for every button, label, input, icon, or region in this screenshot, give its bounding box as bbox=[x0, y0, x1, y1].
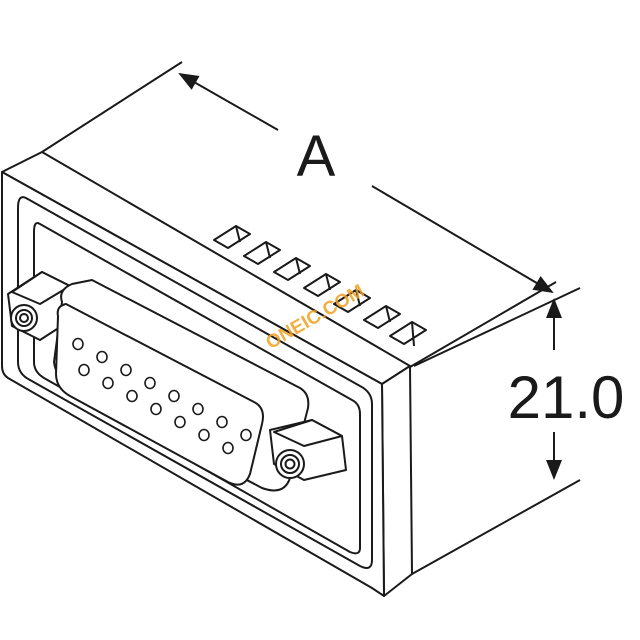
extension-line-height-top bbox=[413, 287, 581, 367]
socket-hole bbox=[126, 389, 138, 403]
socket-hole bbox=[150, 402, 162, 416]
body-side-face bbox=[381, 365, 413, 597]
flange-inner-frame-outer bbox=[17, 196, 373, 569]
flange-inner-frame-inner bbox=[33, 222, 361, 555]
socket-hole bbox=[192, 402, 204, 416]
dimension-a-arrow-left bbox=[178, 73, 279, 131]
socket-hole bbox=[198, 428, 210, 442]
socket-hole bbox=[96, 350, 108, 364]
socket-hole bbox=[216, 415, 228, 429]
socket-hole bbox=[144, 376, 156, 390]
socket-hole bbox=[240, 428, 252, 442]
dimension-a-label: A bbox=[297, 124, 336, 189]
socket-hole bbox=[78, 363, 90, 377]
extension-line-a-left bbox=[41, 61, 183, 153]
right-hex-standoff bbox=[269, 419, 347, 481]
dimension-a-arrow-right bbox=[371, 185, 554, 294]
extension-line-height-bottom bbox=[411, 479, 581, 575]
socket-hole bbox=[102, 376, 114, 390]
socket-hole bbox=[168, 389, 180, 403]
socket-holes bbox=[72, 337, 252, 455]
pin-tails bbox=[213, 225, 427, 347]
socket-hole bbox=[174, 415, 186, 429]
socket-hole bbox=[222, 441, 234, 455]
extension-line-a-right bbox=[409, 281, 557, 368]
d-sub-face bbox=[55, 303, 264, 486]
socket-hole bbox=[72, 337, 84, 351]
dimension-height-label: 21.0 bbox=[508, 364, 625, 431]
socket-hole bbox=[120, 363, 132, 377]
